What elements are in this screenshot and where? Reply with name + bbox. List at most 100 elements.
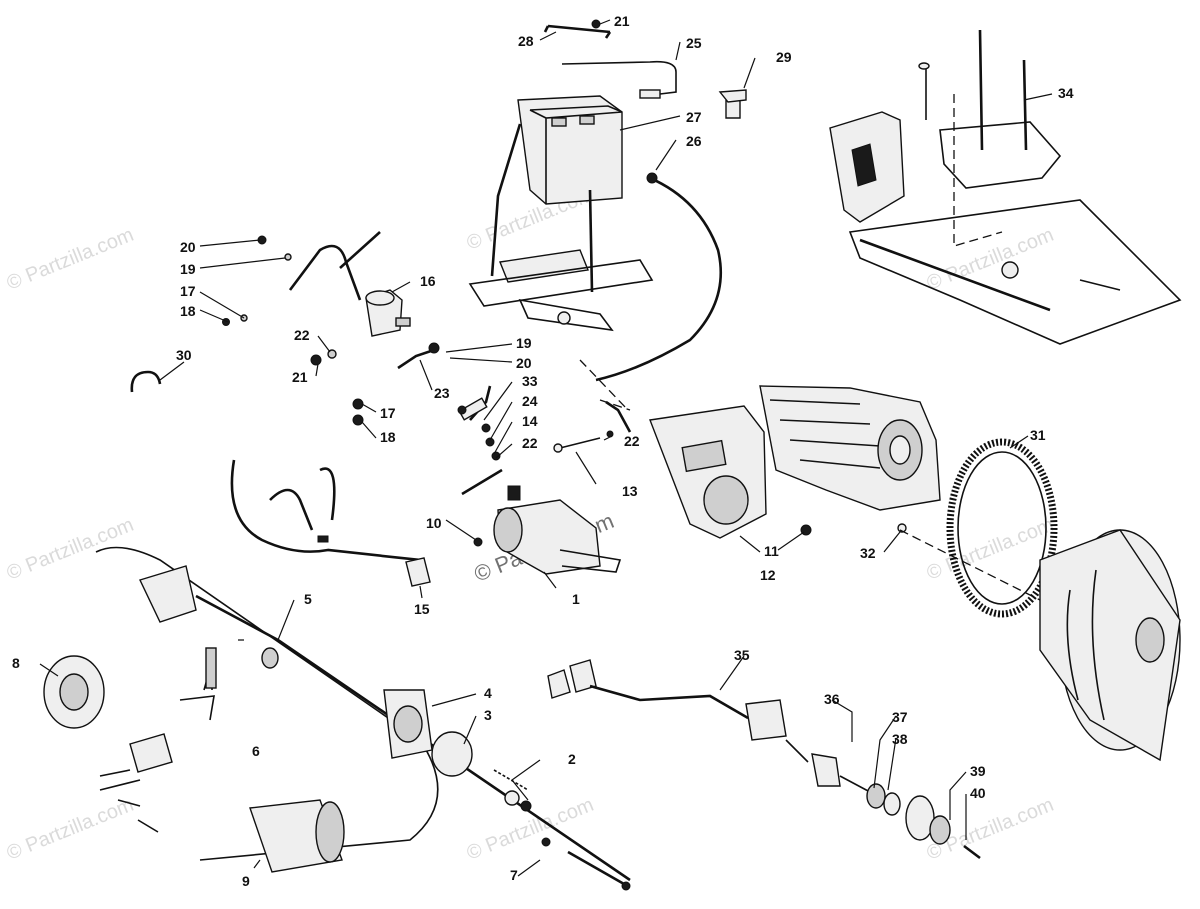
chassis-rail bbox=[859, 238, 1051, 312]
hold-down-studs bbox=[978, 29, 1028, 151]
solenoid-bracket bbox=[395, 317, 411, 327]
switch-connector bbox=[745, 699, 787, 741]
watermark-text: © Partzilla.com bbox=[924, 224, 1057, 295]
tray-bolt bbox=[557, 311, 571, 325]
leader-lines bbox=[39, 19, 1053, 877]
through-bolt bbox=[567, 850, 625, 886]
callout-39: 39 bbox=[970, 763, 986, 779]
starter-assembly bbox=[457, 359, 812, 575]
ring-gear-inner bbox=[957, 451, 1047, 605]
harness-fuse bbox=[317, 535, 329, 543]
callout-30: 30 bbox=[176, 347, 192, 363]
callout-1: 1 bbox=[572, 591, 580, 607]
starter-lead-short bbox=[461, 468, 503, 496]
solenoid-top bbox=[365, 290, 395, 306]
battery-assembly bbox=[468, 19, 747, 382]
chassis-bolt bbox=[1079, 279, 1121, 291]
callout-36: 36 bbox=[824, 691, 840, 707]
harness-connector bbox=[405, 557, 431, 587]
bolt-head bbox=[457, 405, 467, 415]
callout-2: 2 bbox=[568, 751, 576, 767]
callout-23: 23 bbox=[434, 385, 450, 401]
cable-eyelet bbox=[646, 172, 658, 184]
callout-16: 16 bbox=[420, 273, 436, 289]
callout-28: 28 bbox=[518, 33, 534, 49]
callout-17: 17 bbox=[180, 283, 196, 299]
mount-bore bbox=[703, 475, 749, 525]
callout-3: 3 bbox=[484, 707, 492, 723]
brush-stack bbox=[205, 647, 217, 689]
clutch-ribs bbox=[1066, 569, 1105, 721]
callout-15: 15 bbox=[414, 601, 430, 617]
washer bbox=[284, 253, 292, 261]
battery-cable bbox=[561, 60, 677, 95]
callout-25: 25 bbox=[686, 35, 702, 51]
chassis-tunnel bbox=[848, 199, 1182, 345]
bolt-head bbox=[621, 881, 631, 891]
main-harness bbox=[230, 459, 426, 581]
washer bbox=[541, 837, 551, 847]
callout-11: 11 bbox=[764, 543, 779, 559]
drive-spring bbox=[493, 769, 529, 791]
housing-bore bbox=[315, 801, 345, 863]
battery-shelf bbox=[939, 121, 1062, 189]
mount-bolt bbox=[559, 437, 601, 449]
callout-20: 20 bbox=[180, 239, 196, 255]
nut bbox=[310, 354, 322, 366]
alignment-line bbox=[899, 529, 1041, 601]
callout-22: 22 bbox=[294, 327, 310, 343]
switch-harness bbox=[589, 684, 749, 720]
harness-branch bbox=[269, 467, 336, 531]
watermark-text: © Partzilla.com bbox=[4, 514, 137, 585]
switch-assembly bbox=[547, 659, 981, 860]
callout-22c: 22 bbox=[624, 433, 640, 449]
battery-bracket bbox=[543, 24, 612, 39]
callout-20b: 20 bbox=[516, 355, 532, 371]
callout-34: 34 bbox=[1058, 85, 1074, 101]
cable-route bbox=[579, 359, 631, 411]
terminal-boot bbox=[718, 89, 747, 119]
engine-fins bbox=[769, 399, 881, 469]
callout-24: 24 bbox=[522, 393, 538, 409]
washer bbox=[352, 414, 364, 426]
starter-lead bbox=[397, 348, 435, 370]
callout-9: 9 bbox=[242, 873, 250, 889]
brush-holder bbox=[129, 733, 173, 773]
chassis-boss bbox=[1001, 261, 1019, 279]
hold-down-rod bbox=[588, 189, 594, 293]
washer bbox=[485, 437, 495, 447]
callout-33: 33 bbox=[522, 373, 538, 389]
watermark-text: © Partzilla.com bbox=[4, 224, 137, 295]
crank-boss bbox=[889, 435, 911, 465]
key-switch bbox=[811, 753, 841, 787]
drive-bearing bbox=[393, 705, 423, 743]
callout-19b: 19 bbox=[516, 335, 532, 351]
battery-post bbox=[579, 115, 595, 125]
positive-lead bbox=[490, 123, 522, 277]
drive-clutch-body bbox=[1039, 529, 1181, 762]
callout-10: 10 bbox=[426, 515, 442, 531]
callout-6: 6 bbox=[252, 743, 260, 759]
stop-collar bbox=[504, 790, 520, 806]
chassis-assembly bbox=[829, 29, 1182, 345]
solenoid-harness bbox=[130, 231, 440, 587]
callout-32: 32 bbox=[860, 545, 876, 561]
watermark-text: © Partzilla.com bbox=[4, 794, 137, 865]
callout-27: 27 bbox=[686, 109, 702, 125]
callout-13: 13 bbox=[622, 483, 638, 499]
screw-leaders bbox=[99, 769, 159, 833]
callout-19: 19 bbox=[180, 261, 196, 277]
callout-4: 4 bbox=[484, 685, 492, 701]
callout-37: 37 bbox=[892, 709, 908, 725]
chassis-route bbox=[953, 94, 1003, 247]
callout-14: 14 bbox=[522, 413, 538, 429]
cable-end bbox=[605, 400, 632, 433]
washer bbox=[606, 430, 614, 438]
starter-terminal bbox=[507, 485, 521, 501]
key bbox=[963, 844, 981, 860]
armature-core bbox=[139, 565, 197, 623]
starter-exploded bbox=[43, 546, 631, 891]
chassis-cutout bbox=[851, 143, 877, 187]
tray-bracket bbox=[468, 259, 654, 307]
clutch-hub bbox=[1135, 617, 1165, 663]
